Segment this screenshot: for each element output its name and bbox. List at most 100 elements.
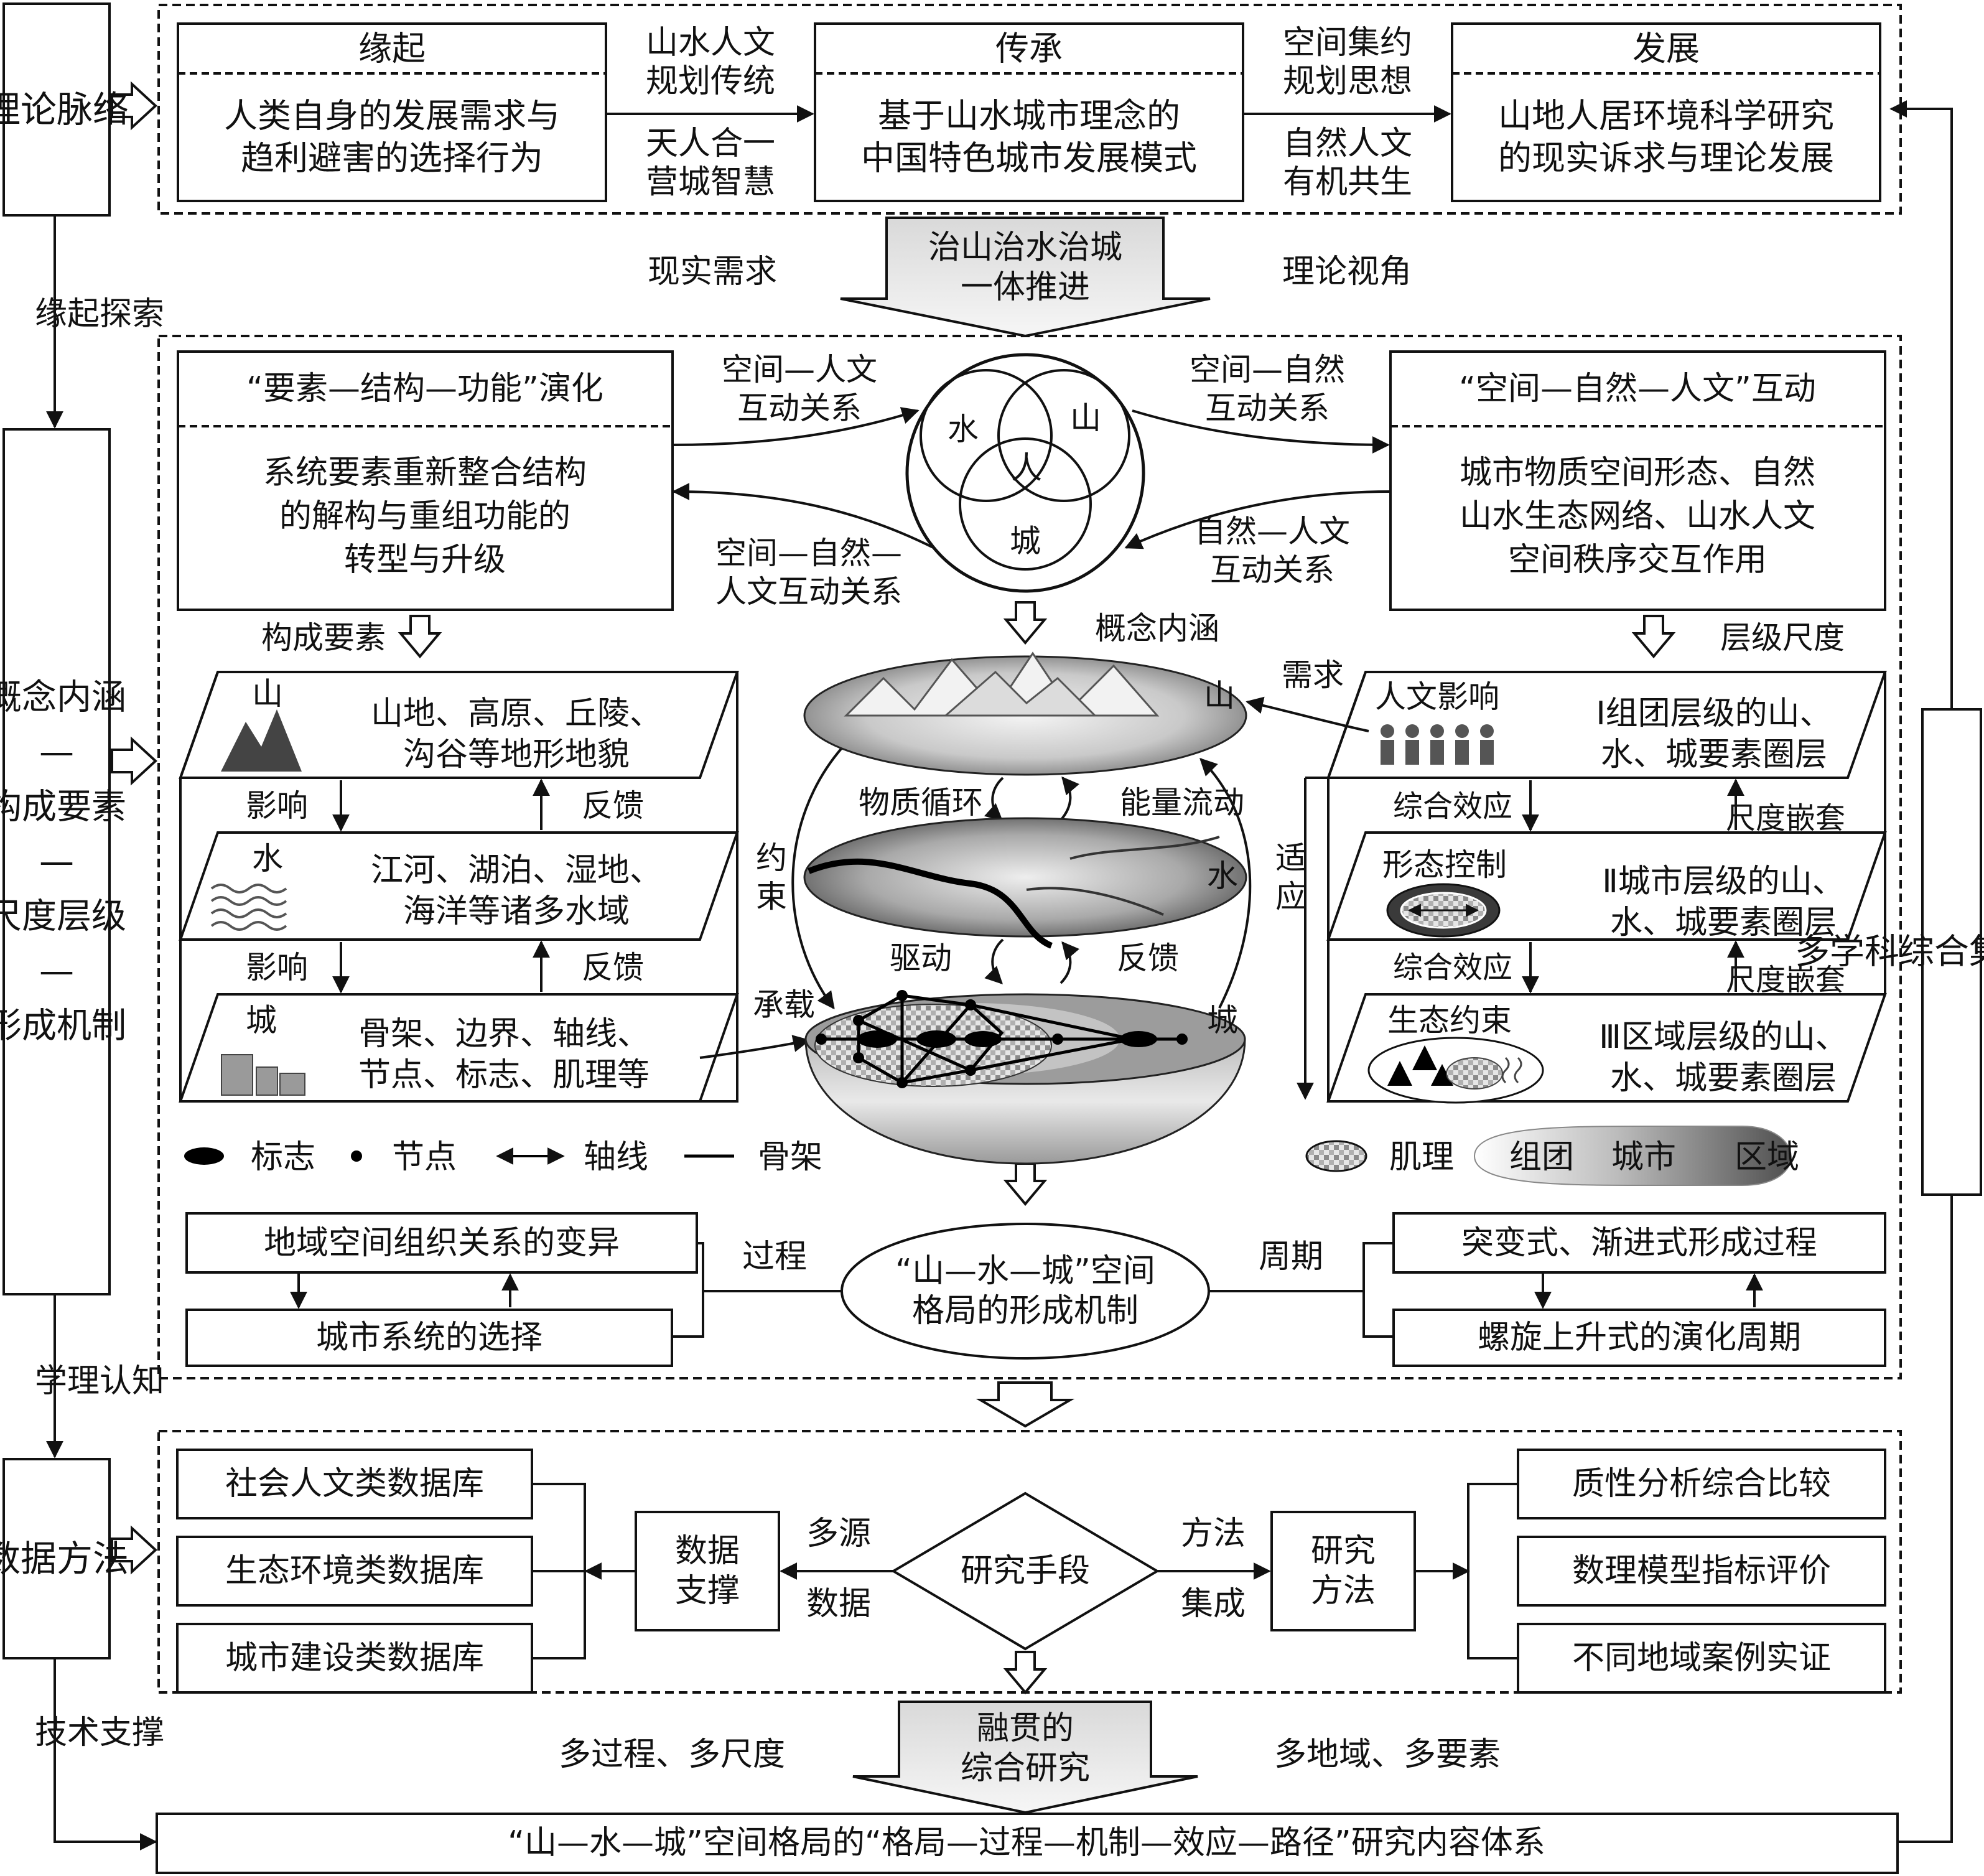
scale-2-panel xyxy=(1326,831,1887,941)
top-link2_bottom: 自然人文有机共生 xyxy=(1283,125,1412,201)
mech-box-3 xyxy=(1392,1212,1886,1274)
mechanism-cycle: 周期 xyxy=(1259,1238,1323,1276)
legend-scale-bar xyxy=(1473,1126,1792,1186)
elements-mountain_text: 山地、高原、丘陵、沟谷等地形地貌 xyxy=(371,695,662,773)
scales-nest: 尺度嵌套 xyxy=(1726,801,1845,836)
top-box1_title: 缘起 xyxy=(358,29,426,68)
center-demand: 需求 xyxy=(1282,657,1344,693)
bottom-final: “山—水—城”空间格局的“格局—过程—机制—效应—路径”研究内容体系 xyxy=(508,1824,1545,1862)
inherit-box xyxy=(814,22,1244,202)
top-box1_body: 人类自身的发展需求与趋利避害的选择行为 xyxy=(224,96,560,178)
center-material: 物质循环 xyxy=(859,785,983,821)
adapt-arrow xyxy=(1199,758,1252,1009)
elements-feedback: 反馈 xyxy=(582,788,644,824)
eco-constraint-icon xyxy=(1367,1037,1544,1104)
hollow-arrow-right-2 xyxy=(111,736,157,786)
method-box xyxy=(1270,1511,1416,1631)
method-box-1 xyxy=(1517,1449,1886,1519)
data-group-frame xyxy=(157,1430,1902,1694)
hollow-arrow-down-data xyxy=(976,1381,1075,1428)
center-shui: 水 xyxy=(1207,858,1238,894)
mechanism-ellipse xyxy=(841,1223,1210,1360)
legend-texture-icon xyxy=(1305,1140,1367,1172)
rel-arrow-tr xyxy=(1132,409,1390,454)
legend-axis: 轴线 xyxy=(584,1139,648,1176)
elements-city_text: 骨架、边界、轴线、节点、标志、肌理等 xyxy=(358,1015,650,1094)
elements-carry: 承载 xyxy=(753,987,815,1023)
data-integ_top: 方法 xyxy=(1181,1515,1246,1552)
theory-box xyxy=(2,2,111,217)
top-box2_title: 传承 xyxy=(995,29,1063,68)
top-link1_bottom: 天人合一营城智慧 xyxy=(646,125,775,201)
concept-chain-label: 概念内涵—构成要素—尺度层级—形成机制 xyxy=(0,678,126,1047)
elements-city_label: 城 xyxy=(246,1002,277,1038)
legend-cluster: 组团 xyxy=(1509,1139,1574,1176)
origin-explore-label: 缘起探索 xyxy=(35,296,164,333)
middle-rel_bl: 空间—自然—人文互动关系 xyxy=(715,535,902,610)
data-db1: 社会人文类数据库 xyxy=(225,1465,484,1503)
scales-l1_tag: 人文影响 xyxy=(1375,679,1499,715)
data-db3: 城市建设类数据库 xyxy=(225,1640,484,1677)
top-group-frame xyxy=(157,4,1902,215)
data-method-label: 数据方法 xyxy=(0,1538,129,1580)
center-adapt: 适应 xyxy=(1275,840,1306,915)
rel-arrow-br xyxy=(1124,490,1391,549)
scales-l2_text: Ⅱ城市层级的山、水、城要素圈层 xyxy=(1602,863,1845,941)
scales-l2_tag: 形态控制 xyxy=(1382,847,1507,883)
legend-region: 区域 xyxy=(1735,1139,1799,1176)
multidiscipline-label: 多学科综合集成研究 xyxy=(1795,932,1984,973)
means-diamond xyxy=(891,1491,1160,1651)
legend-landmark: 标志 xyxy=(251,1139,315,1176)
mechanism-center: “山—水—城”空间格局的形成机制 xyxy=(895,1253,1155,1330)
mechanism-r1: 突变式、渐进式形成过程 xyxy=(1461,1225,1817,1262)
data-m2: 数理模型指标评价 xyxy=(1572,1552,1831,1590)
multidiscipline-box xyxy=(1921,708,1982,1196)
hollow-arrow-down-concept xyxy=(1003,601,1048,645)
legend-city: 城市 xyxy=(1611,1139,1676,1176)
arrow1-right: 理论视角 xyxy=(1282,253,1412,291)
data-support-box xyxy=(635,1511,780,1631)
method-box-2 xyxy=(1517,1536,1886,1607)
data-integ_bottom: 集成 xyxy=(1181,1585,1246,1623)
hollow-arrow-down-hierarchy xyxy=(1631,615,1676,659)
right-flow-line-down xyxy=(1898,1196,1953,1843)
scales-effect: 综合效应 xyxy=(1393,789,1512,824)
concept-chain-box xyxy=(2,428,111,1295)
middle-right_body: 城市物质空间形态、自然山水生态网络、山水人文空间秩序交互作用 xyxy=(1460,454,1815,579)
cognition-label: 学理认知 xyxy=(35,1363,164,1400)
top-link1_top: 山水人文规划传统 xyxy=(646,24,775,100)
arrow1-label: 治山治水治城一体推进 xyxy=(928,229,1122,306)
elements-influence: 影响 xyxy=(246,788,308,824)
middle-venn_water: 水 xyxy=(948,411,979,447)
data-support: 数据支撑 xyxy=(675,1533,740,1610)
hollow-arrow-down-components xyxy=(398,615,442,659)
left-outer-bracket xyxy=(700,672,738,1103)
center-drive: 驱动 xyxy=(890,940,952,976)
center-feedback: 反馈 xyxy=(1117,940,1179,976)
middle-left_body: 系统要素重新整合结构的解构与重组功能的转型与升级 xyxy=(263,454,587,579)
top-box3_body: 山地人居环境科学研究的现实诉求与理论发展 xyxy=(1498,96,1834,178)
big-arrow-bottom xyxy=(852,1701,1198,1814)
data-means: 研究手段 xyxy=(961,1552,1090,1590)
elements-water_text: 江河、湖泊、湿地、海洋等诸多水域 xyxy=(371,852,662,930)
top-link2_top: 空间集约规划思想 xyxy=(1283,24,1412,100)
hollow-arrow-right-1 xyxy=(111,81,157,131)
tech-support-label: 技术支撑 xyxy=(35,1714,164,1752)
constraint-arrow xyxy=(791,745,844,1010)
top-box3_title: 发展 xyxy=(1632,29,1700,68)
middle-rel_tl: 空间—人文互动关系 xyxy=(722,352,877,426)
center-constraint: 约束 xyxy=(756,840,787,915)
legend-skeleton: 骨架 xyxy=(758,1139,822,1176)
scales-l3_tag: 生态约束 xyxy=(1387,1002,1512,1038)
city-building-icon xyxy=(221,1054,305,1096)
arrow2-right: 多地域、多要素 xyxy=(1274,1736,1501,1773)
scales-l3_text: Ⅲ区域层级的山、水、城要素圈层 xyxy=(1599,1019,1848,1097)
water-waves-icon xyxy=(210,884,287,931)
arrow2-left: 多过程、多尺度 xyxy=(559,1736,785,1773)
data-m1: 质性分析综合比较 xyxy=(1572,1465,1831,1503)
data-method: 研究方法 xyxy=(1311,1533,1376,1610)
scales-effect-2: 综合效应 xyxy=(1393,950,1512,985)
legend-texture: 肌理 xyxy=(1389,1139,1454,1176)
middle-venn_human: 人 xyxy=(1011,450,1042,486)
